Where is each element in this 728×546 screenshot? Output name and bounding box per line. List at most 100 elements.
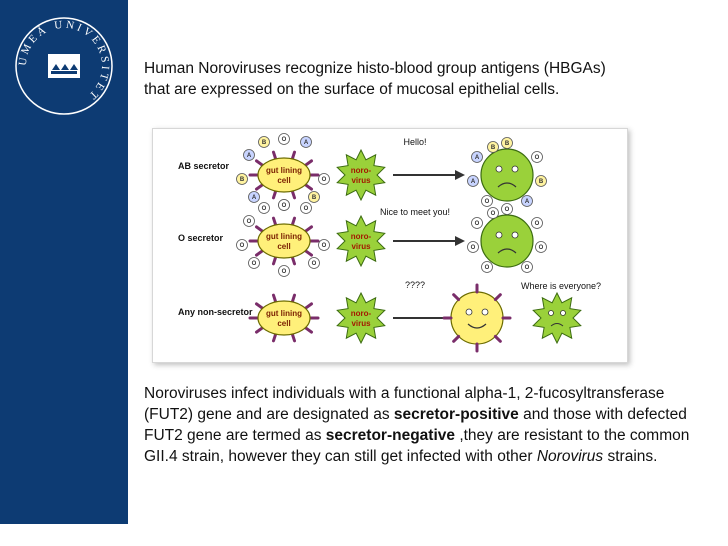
intro-line-2: that are expressed on the surface of muc… bbox=[144, 81, 560, 98]
cell-label: gut lining bbox=[266, 309, 302, 318]
antigen-label: A bbox=[525, 199, 530, 205]
intro-line-1: Human Noroviruses recognize histo-blood … bbox=[144, 60, 606, 77]
eye bbox=[495, 165, 503, 173]
spike bbox=[303, 325, 314, 334]
antigen-label: O bbox=[525, 265, 530, 271]
gut-cell bbox=[257, 300, 311, 336]
antigen-o bbox=[300, 202, 312, 214]
antigen-label: O bbox=[247, 219, 252, 225]
antigen-label: A bbox=[247, 153, 252, 159]
antigen-a bbox=[521, 195, 533, 207]
antigen-label: O bbox=[240, 243, 245, 249]
antigen-label: O bbox=[282, 203, 287, 209]
antigen-a bbox=[467, 175, 479, 187]
spike bbox=[254, 248, 265, 257]
secretor-negative-term: secretor-negative bbox=[325, 427, 456, 444]
arrow-head bbox=[455, 170, 465, 180]
eye bbox=[511, 165, 519, 173]
eye bbox=[560, 310, 566, 316]
cell-label: cell bbox=[277, 319, 290, 328]
speech-text: Nice to meet you! bbox=[380, 207, 450, 217]
speech-text: Hello! bbox=[403, 137, 426, 147]
antigen-label: O bbox=[539, 245, 544, 251]
antigen-o bbox=[258, 202, 270, 214]
antigen-b bbox=[501, 137, 513, 149]
antigen-o bbox=[248, 257, 260, 269]
antigen-label: O bbox=[505, 207, 510, 213]
antigen-o bbox=[308, 257, 320, 269]
spike bbox=[254, 225, 265, 234]
norovirus-term: Norovirus bbox=[536, 448, 604, 465]
body-text: Noroviruses infect individuals with a fu… bbox=[144, 383, 719, 467]
virus-label: noro- bbox=[351, 232, 372, 241]
spike bbox=[303, 225, 314, 234]
body-line-4-c: strains. bbox=[603, 448, 658, 465]
row-label: AB secretor bbox=[178, 161, 230, 171]
virus-label: virus bbox=[351, 242, 371, 251]
body-line-2-a: (FUT2) gene and are designated as bbox=[144, 406, 394, 423]
antigen-label: O bbox=[262, 206, 267, 212]
antigen-o bbox=[278, 265, 290, 277]
virus-label: virus bbox=[351, 319, 371, 328]
eye bbox=[481, 308, 489, 316]
antigen-o bbox=[531, 217, 543, 229]
antigen-o bbox=[531, 151, 543, 163]
speech-text: Where is everyone? bbox=[521, 281, 601, 291]
gut-cell bbox=[257, 223, 311, 259]
antigen-a bbox=[243, 149, 255, 161]
cell-label: gut lining bbox=[266, 232, 302, 241]
antigen-label: O bbox=[252, 261, 257, 267]
antigen-a bbox=[471, 151, 483, 163]
antigen-o bbox=[535, 241, 547, 253]
antigen-o bbox=[278, 133, 290, 145]
antigen-b bbox=[487, 141, 499, 153]
antigen-o bbox=[481, 261, 493, 273]
antigen-label: O bbox=[535, 155, 540, 161]
antigen-b bbox=[258, 136, 270, 148]
virus-label: noro- bbox=[351, 166, 372, 175]
antigen-label: B bbox=[491, 145, 496, 151]
antigen-o bbox=[471, 217, 483, 229]
cell-label: gut lining bbox=[266, 166, 302, 175]
virus-label: virus bbox=[351, 176, 371, 185]
speech-text: ???? bbox=[405, 280, 425, 290]
spike bbox=[254, 159, 265, 168]
antigen-label: B bbox=[539, 179, 544, 185]
body-line-3: FUT2 gene are termed as secretor-negativ… bbox=[144, 425, 719, 446]
antigen-label: O bbox=[282, 269, 287, 275]
antigen-label: A bbox=[252, 195, 257, 201]
spike bbox=[254, 182, 265, 191]
mouth bbox=[497, 182, 517, 188]
spike bbox=[303, 159, 314, 168]
intro-text: Human Noroviruses recognize histo-blood … bbox=[144, 58, 714, 100]
antigen-o bbox=[243, 215, 255, 227]
antigen-b bbox=[236, 173, 248, 185]
antigen-label: B bbox=[312, 195, 317, 201]
antigen-o bbox=[318, 173, 330, 185]
eye bbox=[465, 308, 473, 316]
result-cell bbox=[480, 214, 534, 268]
cell-label: cell bbox=[277, 176, 290, 185]
antigen-o bbox=[501, 203, 513, 215]
antigen-label: B bbox=[240, 177, 245, 183]
spike bbox=[493, 293, 502, 302]
antigen-label: O bbox=[471, 245, 476, 251]
body-line-3-c: ,they are resistant to the common bbox=[455, 427, 690, 444]
antigen-o bbox=[278, 199, 290, 211]
antigen-label: A bbox=[304, 140, 309, 146]
secretor-positive-term: secretor-positive bbox=[393, 406, 519, 423]
antigen-label: O bbox=[322, 177, 327, 183]
antigen-b bbox=[535, 175, 547, 187]
antigen-label: O bbox=[485, 199, 490, 205]
antigen-o bbox=[318, 239, 330, 251]
antigen-label: O bbox=[322, 243, 327, 249]
gut-cell bbox=[257, 157, 311, 193]
norovirus-particle bbox=[532, 291, 582, 345]
norovirus-particle bbox=[336, 214, 386, 268]
mouth bbox=[550, 323, 564, 327]
antigen-label: O bbox=[312, 261, 317, 267]
sidebar: UMEÅ UNIVERSITET bbox=[0, 0, 128, 524]
body-line-2: (FUT2) gene and are designated as secret… bbox=[144, 404, 719, 425]
eye bbox=[548, 310, 554, 316]
